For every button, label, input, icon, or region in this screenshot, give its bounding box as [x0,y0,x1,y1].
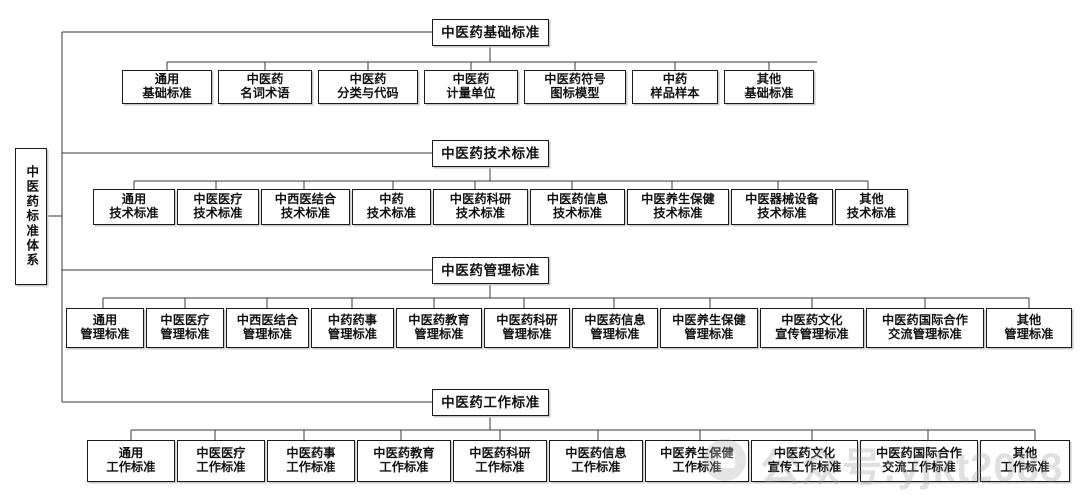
leaf-management-health-preservation[interactable]: 中医养生保健 管理标准 [660,308,758,348]
leaf-work-health-preservation[interactable]: 中医养生保健 工作标准 [645,440,749,482]
leaf-work-international-cooperation[interactable]: 中医药国际合作 交流工作标准 [860,440,978,482]
leaf-work-research[interactable]: 中医药科研 工作标准 [453,440,547,482]
leaf-technical-other[interactable]: 其他 技术标准 [835,189,908,225]
leaf-work-information[interactable]: 中医药信息 工作标准 [549,440,643,482]
leaf-work-other[interactable]: 其他 工作标准 [980,440,1070,482]
leaf-technical-tcm-medical[interactable]: 中医医疗 技术标准 [177,189,259,225]
leaf-technical-health-preservation[interactable]: 中医养生保健 技术标准 [627,189,729,225]
leaf-work-general[interactable]: 通用 工作标准 [87,440,175,482]
leaf-management-international-cooperation[interactable]: 中医药国际合作 交流管理标准 [866,308,984,348]
leaf-basic-classification-codes[interactable]: 中医药 分类与代码 [318,70,418,104]
leaf-work-pharmacy-affairs[interactable]: 中医药事 工作标准 [267,440,355,482]
leaf-management-other[interactable]: 其他 管理标准 [986,308,1072,348]
leaf-basic-symbols-icons-models[interactable]: 中医药符号 图标模型 [524,70,626,104]
header-management-standards[interactable]: 中医药管理标准 [432,257,549,284]
leaf-basic-general[interactable]: 通用 基础标准 [122,70,212,104]
leaf-basic-terminology[interactable]: 中医药 名词术语 [218,70,312,104]
leaf-basic-other[interactable]: 其他 基础标准 [724,70,814,104]
leaf-management-tcm-medical[interactable]: 中医医疗 管理标准 [146,308,224,348]
leaf-management-integrated-medicine[interactable]: 中西医结合 管理标准 [226,308,309,348]
leaf-management-education[interactable]: 中医药教育 管理标准 [396,308,482,348]
root-node-standards-system[interactable]: 中医药标准体系 [15,148,47,285]
leaf-technical-general[interactable]: 通用 技术标准 [93,189,175,225]
header-basic-standards[interactable]: 中医药基础标准 [432,19,549,46]
leaf-management-culture-promotion[interactable]: 中医药文化 宣传管理标准 [760,308,864,348]
leaf-management-information[interactable]: 中医药信息 管理标准 [572,308,658,348]
leaf-work-culture-promotion[interactable]: 中医药文化 宣传工作标准 [751,440,858,482]
leaf-technical-chinese-materia-medica[interactable]: 中药 技术标准 [352,189,431,225]
leaf-basic-measurement-units[interactable]: 中医药 计量单位 [424,70,518,104]
leaf-work-education[interactable]: 中医药教育 工作标准 [357,440,451,482]
leaf-technical-information[interactable]: 中医药信息 技术标准 [530,189,625,225]
leaf-management-general[interactable]: 通用 管理标准 [66,308,144,348]
header-technical-standards[interactable]: 中医药技术标准 [432,140,549,167]
leaf-management-research[interactable]: 中医药科研 管理标准 [484,308,570,348]
leaf-work-tcm-medical[interactable]: 中医医疗 工作标准 [177,440,265,482]
leaf-basic-herb-samples[interactable]: 中药 样品样本 [632,70,718,104]
leaf-technical-research[interactable]: 中医药科研 技术标准 [433,189,528,225]
leaf-technical-integrated-medicine[interactable]: 中西医结合 技术标准 [261,189,350,225]
leaf-technical-devices-equipment[interactable]: 中医器械设备 技术标准 [731,189,833,225]
leaf-management-pharmacy-affairs[interactable]: 中药药事 管理标准 [311,308,394,348]
header-work-standards[interactable]: 中医药工作标准 [432,389,549,416]
